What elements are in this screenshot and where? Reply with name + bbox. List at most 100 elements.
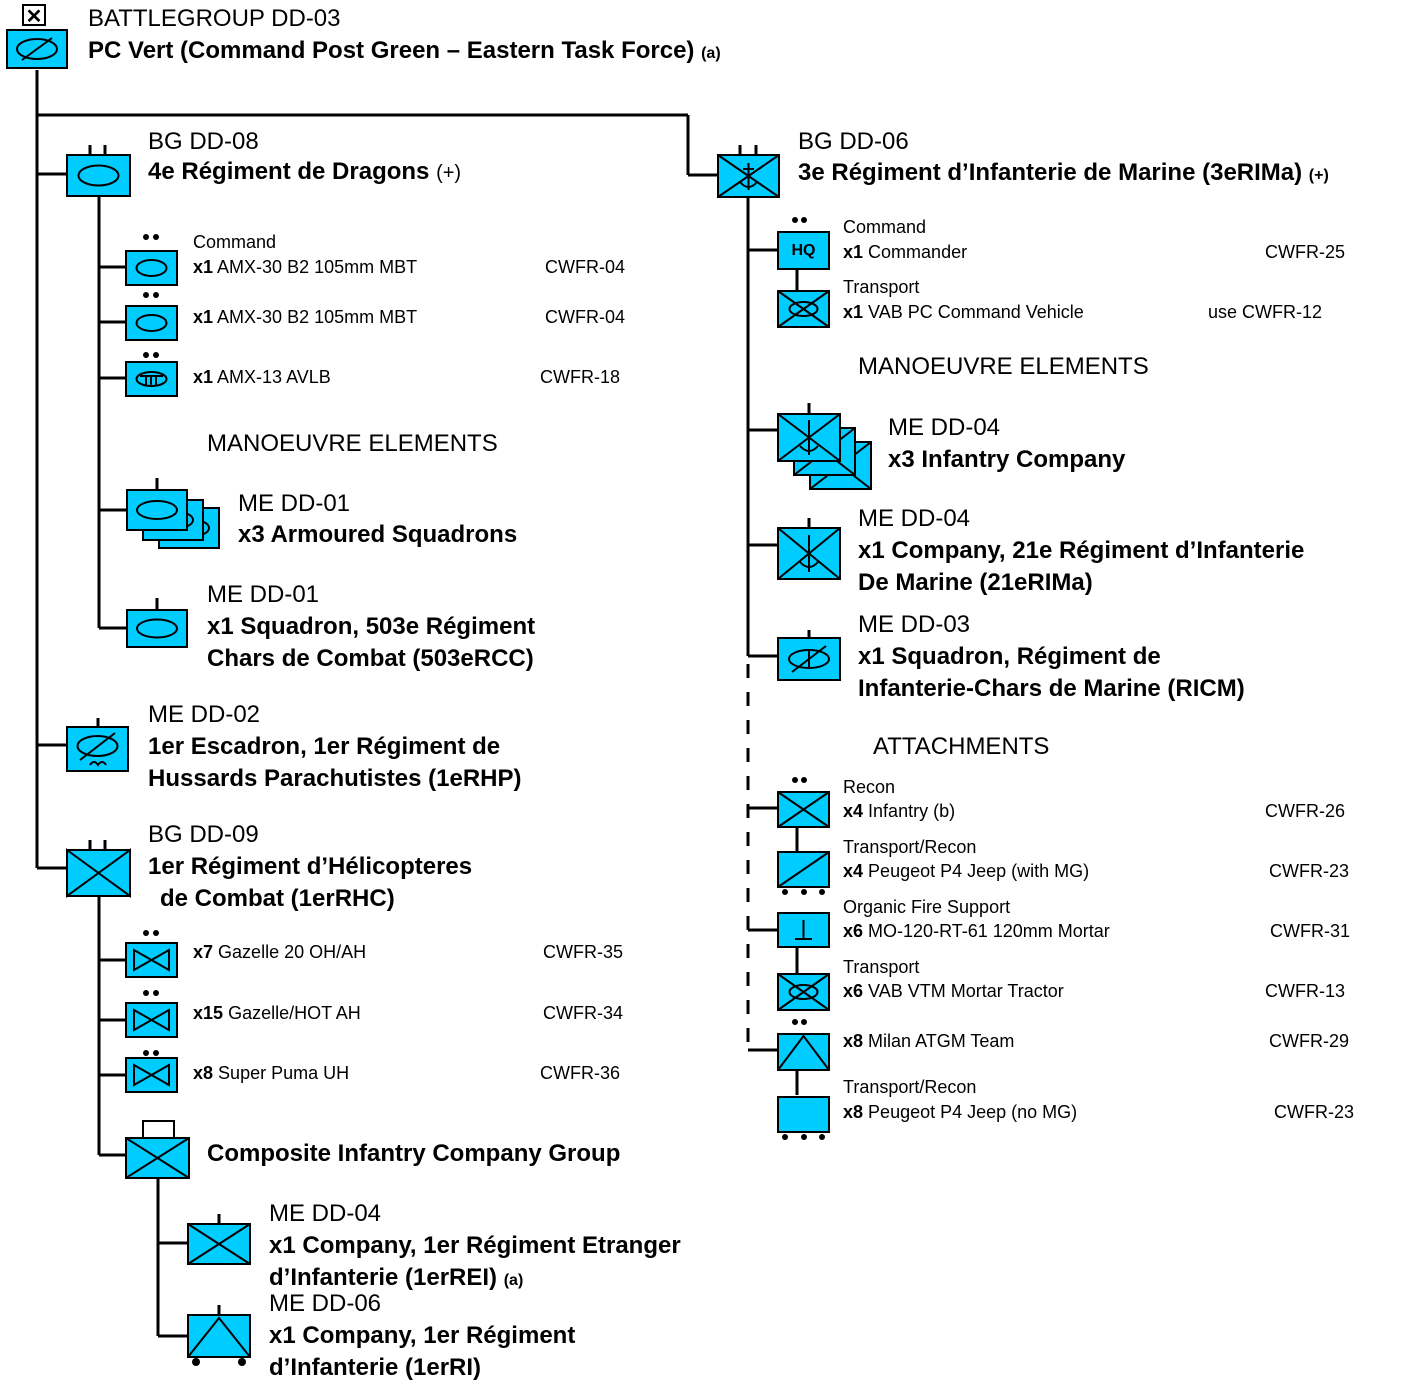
bg09-me-1-title: ME DD-06 — [269, 1290, 382, 1317]
att-2-code: CWFR-31 — [1270, 921, 1350, 941]
bg08-me01-503ercc-symbol — [126, 598, 188, 648]
bg06-regiment-symbol — [717, 145, 780, 198]
me06-1erri-symbol — [187, 1305, 251, 1366]
bg09-gazelle-oh-symbol — [125, 930, 178, 978]
bg09-me-0-line-1: d’Infanterie (1erREI) (a) — [269, 1264, 524, 1291]
att-0: x4 Infantry (b) — [843, 801, 956, 821]
bg09-title: BG DD-09 — [148, 821, 259, 848]
me02-title: ME DD-02 — [148, 701, 261, 728]
bg06-me-1-title: ME DD-04 — [858, 505, 971, 532]
bg09-gazelle-hot-symbol — [125, 990, 178, 1038]
att-1: x4 Peugeot P4 Jeep (with MG) — [843, 861, 1090, 881]
att-vab-vtm-symbol — [777, 973, 830, 1011]
bg06-item-1-code: use CWFR-12 — [1208, 302, 1323, 322]
att-1-code: CWFR-23 — [1269, 861, 1349, 881]
bg08-me-0-title: ME DD-01 — [238, 490, 351, 517]
bg08-me-heading: MANOEUVRE ELEMENTS — [207, 430, 498, 457]
bg08-name: 4e Régiment de Dragons (+) — [148, 158, 462, 185]
bg08-item-1: x1 AMX-30 B2 105mm MBT — [193, 307, 418, 327]
me02-line-0: 1er Escadron, 1er Régiment de — [148, 733, 501, 760]
bg06-me-0-title: ME DD-04 — [888, 414, 1001, 441]
bg08-item-0-code: CWFR-04 — [545, 257, 625, 277]
att-p4-jeep-nomg-symbol — [777, 1096, 830, 1140]
bg08-item-2: x1 AMX-13 AVLB — [193, 367, 331, 387]
bg06-item-0-code: CWFR-25 — [1265, 242, 1345, 262]
bg06-title: BG DD-06 — [798, 128, 909, 155]
battlegroup-title: BATTLEGROUP DD-03 — [88, 5, 341, 32]
bg08-item-0-category: Command — [193, 232, 277, 252]
bg08-avlb-symbol — [125, 352, 178, 397]
bg06-me-2-line-0: x1 Squadron, Régiment de — [858, 643, 1161, 670]
bg09-super-puma-symbol — [125, 1050, 178, 1093]
att-3: x6 VAB VTM Mortar Tractor — [843, 981, 1064, 1001]
bg08-title: BG DD-08 — [148, 128, 259, 155]
connector-lines — [35, 70, 799, 1338]
bg06-item-0: x1 Commander — [843, 242, 968, 262]
att-mortar-symbol — [777, 912, 830, 948]
me02-hussards-symbol — [66, 718, 129, 772]
att-0-code: CWFR-26 — [1265, 801, 1345, 821]
hq-battlegroup-symbol — [6, 29, 68, 69]
bg08-regiment-symbol — [66, 145, 131, 197]
composite-company-group-symbol — [125, 1120, 190, 1179]
hq-marker-icon: ✕ — [22, 4, 46, 28]
bg09-me-1-line-0: x1 Company, 1er Régiment — [269, 1322, 576, 1349]
bg06-me-1-line-1: De Marine (21eRIMa) — [858, 569, 1093, 596]
bg06-me-2-title: ME DD-03 — [858, 611, 971, 638]
bg06-hq-commander-symbol — [777, 217, 830, 270]
bg08-me01-armoured-squadrons-symbol — [126, 478, 220, 549]
bg09-item-1: x15 Gazelle/HOT AH — [193, 1003, 361, 1023]
bg06-me04-21erima-symbol — [777, 518, 841, 580]
bg09-item-0: x7 Gazelle 20 OH/AH — [193, 942, 367, 962]
att-p4-jeep-mg-symbol — [777, 851, 830, 895]
att-1-category: Transport/Recon — [843, 837, 977, 857]
bg09-item-1-code: CWFR-34 — [543, 1003, 623, 1023]
bg08-me-1-line-0: x1 Squadron, 503e Régiment — [207, 613, 536, 640]
bg06-me-heading: MANOEUVRE ELEMENTS — [858, 353, 1149, 380]
att-2: x6 MO-120-RT-61 120mm Mortar — [843, 921, 1110, 941]
att-4: x8 Milan ATGM Team — [843, 1031, 1015, 1051]
att-5: x8 Peugeot P4 Jeep (no MG) — [843, 1102, 1078, 1122]
att-5-code: CWFR-23 — [1274, 1102, 1354, 1122]
hq-label: HQ — [791, 242, 816, 259]
bg09-item-2-code: CWFR-36 — [540, 1063, 620, 1083]
att-3-category: Transport — [843, 957, 920, 977]
att-2-category: Organic Fire Support — [843, 897, 1011, 917]
me02-line-1: Hussards Parachutistes (1eRHP) — [148, 765, 522, 792]
bg06-item-0-category: Command — [843, 217, 927, 237]
bg09-me-0-line-0: x1 Company, 1er Régiment Etranger — [269, 1232, 681, 1259]
bg06-item-1: x1 VAB PC Command Vehicle — [843, 302, 1084, 322]
composite-company-group-label: Composite Infantry Company Group — [207, 1140, 621, 1167]
bg08-me-1-line-1: Chars de Combat (503eRCC) — [207, 645, 534, 672]
bg06-me-2-line-1: Infanterie-Chars de Marine (RICM) — [858, 675, 1245, 702]
bg08-item-1-code: CWFR-04 — [545, 307, 625, 327]
att-4-code: CWFR-29 — [1269, 1031, 1349, 1051]
att-recon-infantry-symbol — [777, 777, 830, 828]
att-3-code: CWFR-13 — [1265, 981, 1345, 1001]
bg08-command-tank-1-symbol — [125, 234, 178, 286]
bg09-item-2: x8 Super Puma UH — [193, 1063, 350, 1083]
me04-1errei-symbol — [187, 1214, 251, 1265]
att-0-category: Recon — [843, 777, 896, 797]
bg09-line-0: 1er Régiment d’Hélicopteres — [148, 853, 473, 880]
att-milan-atgm-symbol — [777, 1019, 830, 1071]
bg09-item-0-code: CWFR-35 — [543, 942, 623, 962]
bg08-me-1-title: ME DD-01 — [207, 581, 320, 608]
bg06-vab-pc-symbol — [777, 290, 830, 328]
bg06-me04-infantry-companies-symbol — [777, 403, 872, 490]
bg09-line-1: de Combat (1erRHC) — [160, 885, 395, 912]
command-post-name: PC Vert (Command Post Green – Eastern Ta… — [88, 37, 721, 64]
bg08-item-0: x1 AMX-30 B2 105mm MBT — [193, 257, 418, 277]
bg06-name: 3e Régiment d’Infanterie de Marine (3eRI… — [798, 159, 1329, 186]
bg06-item-1-category: Transport — [843, 277, 920, 297]
bg08-tank-2-symbol — [125, 292, 178, 341]
bg06-me03-ricm-symbol — [777, 630, 841, 681]
bg09-me-0-title: ME DD-04 — [269, 1200, 382, 1227]
bg06-me-1-line-0: x1 Company, 21e Régiment d’Infanterie — [858, 537, 1305, 564]
bg09-me-1-line-1: d’Infanterie (1erRI) — [269, 1354, 482, 1381]
bg09-regiment-symbol — [66, 840, 131, 898]
bg06-me-0-line-0: x3 Infantry Company — [888, 446, 1126, 473]
bg06-attachments-heading: ATTACHMENTS — [873, 733, 1050, 760]
bg08-me-0-line-0: x3 Armoured Squadrons — [238, 521, 518, 548]
